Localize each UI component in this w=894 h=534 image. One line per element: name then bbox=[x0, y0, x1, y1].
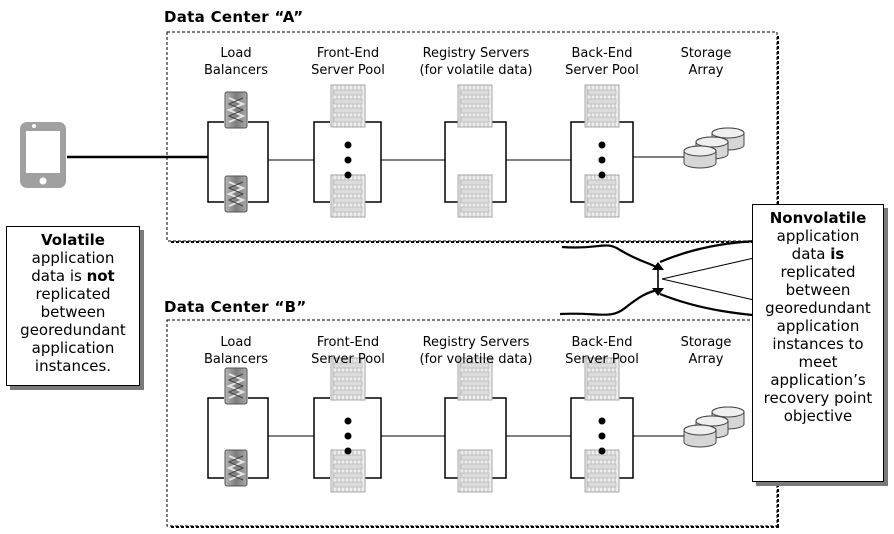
server-icon bbox=[330, 449, 366, 493]
callout-line: meet bbox=[798, 353, 838, 371]
data-center-a-devices bbox=[224, 84, 745, 218]
label-line: Server Pool bbox=[311, 352, 385, 367]
column-label-front-end: Front-End Server Pool bbox=[288, 334, 408, 368]
callout-line: data bbox=[791, 245, 831, 263]
smartphone-icon bbox=[20, 122, 66, 188]
ellipsis-dots bbox=[344, 417, 606, 455]
ellipsis-dots bbox=[344, 141, 606, 179]
callout-line: between bbox=[40, 303, 106, 321]
label-line: Load bbox=[220, 46, 252, 61]
label-line: Balancers bbox=[204, 352, 268, 367]
data-center-b-devices bbox=[224, 357, 745, 493]
label-line: Storage bbox=[680, 46, 732, 61]
callout-line: application bbox=[31, 249, 115, 267]
column-label-registry: Registry Servers (for volatile data) bbox=[408, 334, 544, 368]
label-line: Back-End bbox=[571, 46, 633, 61]
column-label-load-balancers: Load Balancers bbox=[176, 45, 296, 79]
server-icon bbox=[457, 449, 493, 493]
label-line: Front-End bbox=[316, 46, 380, 61]
callout-line: application’s bbox=[770, 371, 866, 389]
column-label-load-balancers: Load Balancers bbox=[176, 334, 296, 368]
server-icon bbox=[584, 449, 620, 493]
callout-line: objective bbox=[783, 407, 853, 425]
column-label-back-end: Back-End Server Pool bbox=[542, 334, 662, 368]
data-center-b-links bbox=[207, 397, 688, 479]
label-line: Server Pool bbox=[565, 352, 639, 367]
label-line: Registry Servers bbox=[422, 46, 530, 61]
callout-pointer bbox=[661, 257, 757, 301]
data-center-a-links bbox=[67, 121, 688, 203]
callout-line: application bbox=[776, 227, 860, 245]
label-line: Storage bbox=[680, 335, 732, 350]
label-line: (for volatile data) bbox=[419, 63, 533, 78]
label-line: (for volatile data) bbox=[419, 352, 533, 367]
server-icon bbox=[457, 174, 493, 218]
label-line: Server Pool bbox=[311, 63, 385, 78]
callout-line: instances. bbox=[34, 357, 112, 375]
callout-line: application bbox=[31, 339, 115, 357]
server-icon bbox=[457, 84, 493, 128]
callout-line: not bbox=[86, 267, 115, 285]
label-line: Load bbox=[220, 335, 252, 350]
server-icon bbox=[584, 84, 620, 128]
server-icon bbox=[330, 84, 366, 128]
callout-line: between bbox=[785, 281, 851, 299]
column-label-storage: Storage Array bbox=[666, 45, 746, 79]
callout-line: is bbox=[830, 245, 845, 263]
label-line: Registry Servers bbox=[422, 335, 530, 350]
label-line: Balancers bbox=[204, 63, 268, 78]
callout-line: recovery point bbox=[763, 389, 873, 407]
column-label-registry: Registry Servers (for volatile data) bbox=[408, 45, 544, 79]
data-center-a-title: Data Center “A” bbox=[164, 8, 304, 26]
label-line: Front-End bbox=[316, 335, 380, 350]
load-balancer-icon bbox=[224, 175, 248, 213]
column-label-front-end: Front-End Server Pool bbox=[288, 45, 408, 79]
load-balancer-icon bbox=[224, 449, 248, 487]
data-center-b-title: Data Center “B” bbox=[164, 298, 307, 316]
callout-line: data is bbox=[31, 267, 87, 285]
column-label-back-end: Back-End Server Pool bbox=[542, 45, 662, 79]
callout-line: Nonvolatile bbox=[769, 209, 867, 227]
disk-storage-icon bbox=[683, 127, 745, 169]
disk-storage-icon bbox=[683, 406, 745, 448]
callout-line: application bbox=[776, 317, 860, 335]
callout-line: instances to bbox=[772, 335, 864, 353]
label-line: Array bbox=[688, 63, 724, 78]
load-balancer-icon bbox=[224, 367, 248, 405]
load-balancer-icon bbox=[224, 91, 248, 129]
callout-line: Volatile bbox=[41, 231, 105, 249]
label-line: Server Pool bbox=[565, 63, 639, 78]
server-icon bbox=[330, 174, 366, 218]
server-icon bbox=[584, 174, 620, 218]
label-line: Back-End bbox=[571, 335, 633, 350]
callout-line: georedundant bbox=[765, 299, 871, 317]
nonvolatile-data-callout: Nonvolatile application data is replicat… bbox=[752, 204, 884, 482]
volatile-data-callout: Volatile application data is not replica… bbox=[6, 226, 140, 386]
column-label-storage: Storage Array bbox=[666, 334, 746, 368]
label-line: Array bbox=[688, 352, 724, 367]
callout-line: georedundant bbox=[20, 321, 126, 339]
callout-line: replicated bbox=[780, 263, 856, 281]
callout-line: replicated bbox=[35, 285, 111, 303]
